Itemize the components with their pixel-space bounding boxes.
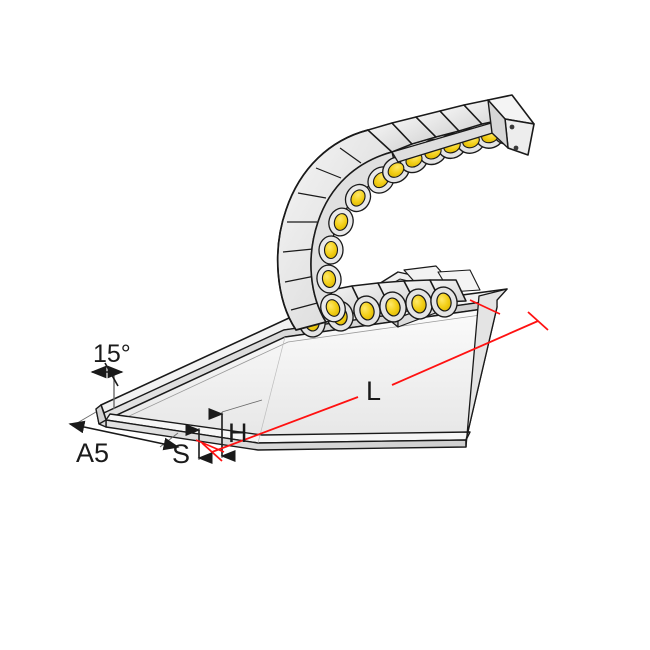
chain-upper-run (367, 99, 523, 184)
dimension-angle (90, 362, 124, 409)
dimension-length (195, 299, 549, 462)
chain-curve (276, 129, 398, 331)
dimension-label-angle: 15° (93, 340, 131, 368)
dimension-label-a5: A5 (76, 438, 110, 468)
chain-pins-curve (316, 166, 395, 323)
dimension-label-h: H (228, 418, 248, 448)
dimension-label-s: S (172, 439, 191, 469)
dimension-a5 (68, 411, 180, 451)
dimension-label-l: L (366, 376, 382, 406)
chain-end-cap (487, 94, 535, 156)
